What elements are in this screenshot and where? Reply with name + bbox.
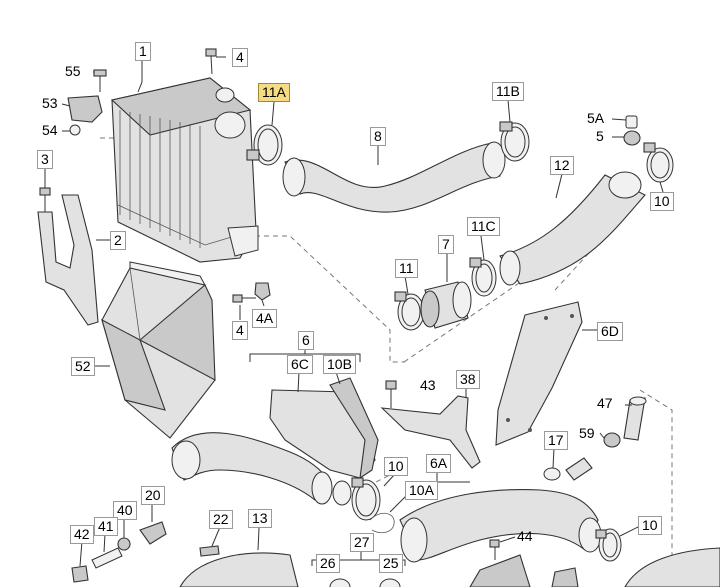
o-ring-10A bbox=[369, 512, 395, 534]
callout-27: 27 bbox=[350, 533, 374, 552]
cap-5A bbox=[625, 115, 638, 129]
callout-52: 52 bbox=[71, 357, 95, 376]
callout-2: 2 bbox=[110, 231, 126, 250]
stud-41 bbox=[91, 547, 123, 569]
pressure-pipe-8 bbox=[282, 141, 506, 213]
callout-17: 17 bbox=[544, 431, 568, 450]
callout-47: 47 bbox=[597, 395, 613, 411]
callout-26: 26 bbox=[316, 554, 340, 573]
sensor-53 bbox=[67, 95, 103, 123]
o-ring-lower bbox=[332, 480, 352, 506]
callout-7: 7 bbox=[438, 235, 454, 254]
washer-40 bbox=[117, 537, 131, 551]
bolt-4-lower bbox=[232, 294, 256, 303]
bracket-44 bbox=[469, 554, 531, 587]
bolt-44 bbox=[489, 539, 500, 560]
hose-clamp-10-lower bbox=[595, 528, 622, 562]
hose-clamp-10-middle bbox=[351, 477, 381, 521]
nut-4A bbox=[254, 282, 271, 301]
callout-11A: 11A bbox=[258, 83, 290, 102]
clamp-26 bbox=[329, 578, 351, 587]
clamp-59 bbox=[603, 432, 621, 448]
callout-10A: 10A bbox=[405, 481, 438, 500]
callout-5A: 5A bbox=[587, 110, 605, 126]
callout-6C: 6C bbox=[287, 355, 313, 374]
hose-clamp-10-right bbox=[643, 142, 674, 183]
callout-13: 13 bbox=[248, 509, 272, 528]
heat-shield-6D bbox=[495, 301, 583, 446]
charge-air-pipe-12 bbox=[499, 171, 646, 286]
bolt-55 bbox=[93, 69, 107, 92]
bolt-3 bbox=[39, 187, 51, 212]
bracket-2 bbox=[37, 194, 99, 326]
callout-1: 1 bbox=[135, 42, 151, 61]
component-bottom-mid bbox=[551, 567, 579, 587]
callout-6: 6 bbox=[298, 331, 314, 350]
callout-4-top: 4 bbox=[232, 48, 248, 67]
hose-clamp-11A bbox=[246, 124, 283, 166]
callout-55: 55 bbox=[65, 63, 81, 79]
bracket-10B bbox=[329, 377, 379, 480]
callout-53: 53 bbox=[42, 95, 58, 111]
pipe-13 bbox=[179, 552, 299, 587]
bolt-4-top bbox=[205, 48, 217, 75]
callout-11: 11 bbox=[395, 259, 418, 278]
callout-54: 54 bbox=[42, 122, 58, 138]
callout-4-lower: 4 bbox=[232, 321, 248, 340]
sensor-20 bbox=[139, 521, 167, 545]
bracket-38 bbox=[380, 395, 481, 469]
callout-38: 38 bbox=[456, 370, 480, 389]
callout-10-right: 10 bbox=[650, 192, 674, 211]
callout-6D: 6D bbox=[597, 322, 623, 341]
lower-hose-left bbox=[171, 432, 333, 505]
bolt-22 bbox=[199, 545, 220, 557]
callout-25: 25 bbox=[379, 554, 403, 573]
callout-10-middle: 10 bbox=[384, 457, 408, 476]
callout-41: 41 bbox=[94, 517, 118, 536]
callout-11B: 11B bbox=[492, 82, 524, 101]
o-ring-54 bbox=[69, 124, 81, 136]
pipe-connector-17 bbox=[565, 457, 593, 481]
callout-11C: 11C bbox=[467, 217, 500, 236]
hose-clamp-11B bbox=[499, 121, 530, 162]
callout-12: 12 bbox=[550, 156, 574, 175]
hose-clamp-11 bbox=[394, 291, 425, 331]
sleeve-7 bbox=[420, 281, 472, 329]
callout-42: 42 bbox=[70, 525, 94, 544]
callout-10B: 10B bbox=[323, 355, 356, 374]
callout-59: 59 bbox=[579, 425, 595, 441]
callout-20: 20 bbox=[141, 486, 165, 505]
nut-42 bbox=[71, 565, 89, 583]
lower-hose-right bbox=[399, 489, 602, 563]
callout-22: 22 bbox=[209, 510, 233, 529]
callout-6A: 6A bbox=[426, 454, 452, 473]
grommet-5 bbox=[623, 130, 641, 146]
air-duct-52 bbox=[101, 261, 216, 439]
callout-10-lower: 10 bbox=[638, 516, 662, 535]
callout-44: 44 bbox=[517, 528, 533, 544]
bolt-43 bbox=[385, 380, 397, 408]
callout-4A: 4A bbox=[252, 309, 278, 328]
callout-40: 40 bbox=[113, 501, 137, 520]
clamp-25 bbox=[379, 578, 401, 587]
callout-43: 43 bbox=[420, 377, 436, 393]
intercooler bbox=[110, 77, 259, 263]
callout-5: 5 bbox=[596, 128, 604, 144]
bracket-17 bbox=[543, 467, 561, 481]
callout-3: 3 bbox=[37, 150, 53, 169]
callout-8: 8 bbox=[370, 127, 386, 146]
hose-clamp-11C bbox=[469, 257, 497, 297]
